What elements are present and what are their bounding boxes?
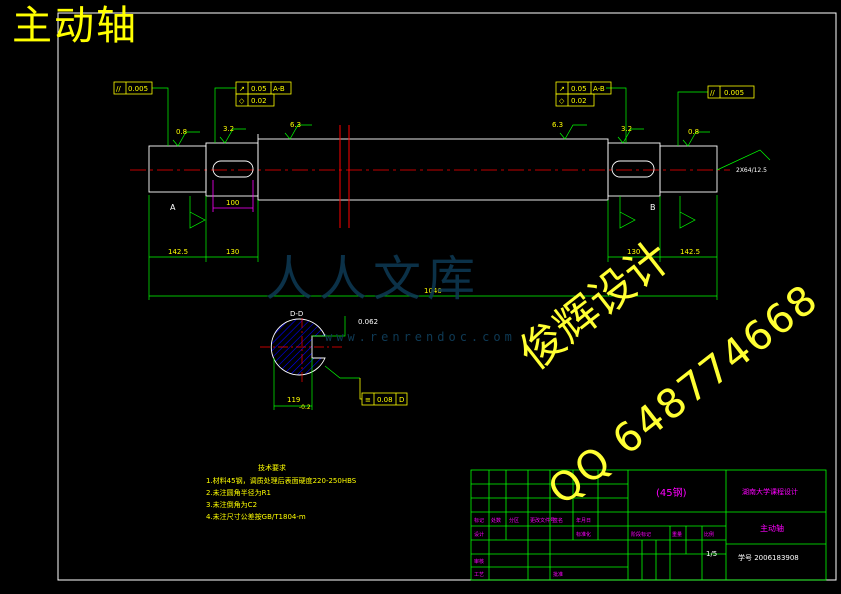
cell-11: 阶段标记 (631, 531, 651, 538)
roughness-6: 0.8 (688, 128, 699, 136)
title-school: 湖南大学课程设计 (742, 487, 798, 496)
cross-section (260, 318, 345, 385)
keyway-left (212, 160, 254, 178)
cell-13: 比例 (704, 531, 714, 538)
cell-7: 标准化 (576, 531, 591, 538)
key-width: 0.062 (358, 318, 378, 326)
keyway-right (611, 160, 655, 178)
cell-0: 标记 (474, 517, 484, 524)
section-sym-frame (359, 378, 408, 406)
dimension-lines (148, 87, 771, 300)
keyway-length-label: 100 (226, 199, 239, 207)
dim-chamfer: 2X64/12.5 (736, 167, 767, 174)
notes-heading: 技术要求 (258, 464, 286, 472)
tol-6-value: 0.005 (724, 89, 744, 97)
section-label: D-D (290, 310, 303, 318)
tol-2-symbol: ↗ (239, 85, 245, 93)
section-dimensions (273, 316, 360, 410)
notes-item: 3.未注倒角为C2 (206, 501, 258, 509)
notes-item: 2.未注圆角半径为R1 (206, 489, 271, 497)
tol-3-symbol: ◇ (239, 97, 245, 105)
cell-6: 设计 (474, 531, 484, 538)
dim-seg-right-end: 142.5 (680, 248, 700, 256)
tol-6-symbol: // (710, 89, 715, 97)
cell-8: 审核 (474, 558, 484, 565)
tol-4-value: 0.05 (571, 85, 587, 93)
roughness-5: 3.2 (621, 125, 632, 133)
tol-3-value: 0.02 (251, 97, 267, 105)
roughness-3: 6.3 (290, 121, 301, 129)
cell-9: 工艺 (474, 572, 484, 578)
dim-seg-left-key: 130 (226, 248, 239, 256)
cell-10: 批准 (553, 571, 563, 578)
tol-5-symbol: ◇ (559, 97, 565, 105)
dim-seg-left-end: 142.5 (168, 248, 188, 256)
title-scale: 1/5 (706, 550, 717, 558)
tol-4-datum: A-B (593, 85, 605, 93)
roughness-2: 3.2 (223, 125, 234, 133)
cell-1: 处数 (491, 517, 501, 524)
title-block (470, 469, 827, 581)
cell-12: 重量 (672, 531, 682, 538)
keyway-dimension (212, 180, 254, 212)
title-part-name: 主动轴 (760, 523, 784, 533)
cell-4: 签名 (553, 517, 563, 524)
section-width: 119 (287, 396, 300, 404)
cell-3: 更改文件号 (530, 517, 555, 524)
section-sym-datum: D (399, 396, 404, 404)
section-sym-symbol: ≡ (365, 396, 371, 404)
watermark-site: 人人文库 (265, 251, 482, 307)
title-student-no: 学号 2006183908 (738, 553, 799, 562)
tol-2-value: 0.05 (251, 85, 267, 93)
section-cut-line (339, 125, 350, 228)
datum-b: B (650, 203, 656, 212)
section-width-tol: -0.2 (299, 404, 311, 411)
technical-notes: 技术要求 1.材料45钢，调质处理后表面硬度220-250HBS 2.未注圆角半… (206, 462, 356, 523)
tol-2-datum: A-B (273, 85, 285, 93)
notes-item: 1.材料45钢，调质处理后表面硬度220-250HBS (206, 477, 357, 485)
tol-4-symbol: ↗ (559, 85, 565, 93)
drawing-frame (57, 12, 837, 581)
tol-1-symbol: // (116, 85, 121, 93)
tol-5-value: 0.02 (571, 97, 587, 105)
cell-2: 分区 (509, 517, 519, 524)
datum-a: A (170, 203, 176, 212)
cell-5: 年月日 (576, 517, 591, 524)
section-sym-value: 0.08 (377, 396, 393, 404)
title-cells: 标记 处数 分区 更改文件号 签名 年月日 设计 标准化 审核 工艺 批准 阶段… (474, 517, 714, 578)
roughness-4: 6.3 (552, 121, 563, 129)
title-material: (45钢) (656, 486, 687, 499)
roughness-1: 0.8 (176, 128, 187, 136)
tol-1-value: 0.005 (128, 85, 148, 93)
watermark-url: www.renrendoc.com (325, 330, 516, 344)
tolerance-frames (113, 81, 755, 107)
dim-seg-right-key: 130 (627, 248, 640, 256)
shaft-outline (148, 134, 718, 201)
drawing-title: 主动轴 (12, 3, 138, 49)
dim-overall-length: 1040 (424, 287, 442, 295)
notes-item: 4.未注尺寸公差按GB/T1804-m (206, 513, 306, 521)
